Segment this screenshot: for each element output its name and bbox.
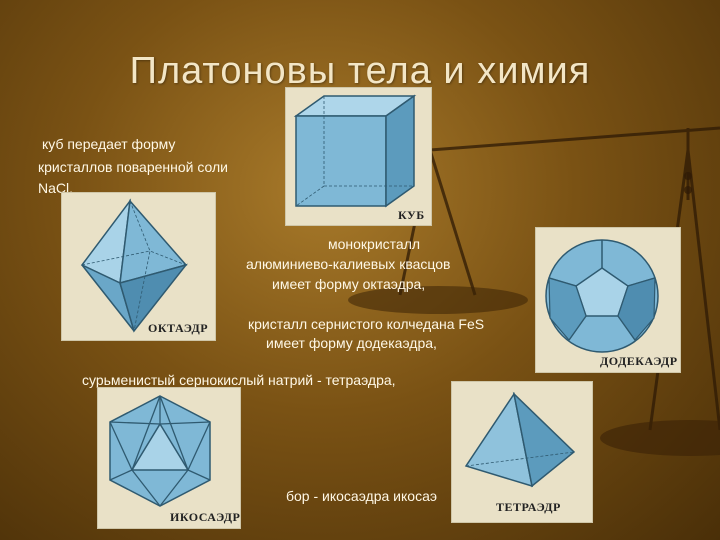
octa-text-line-3: имеет форму октаэдра,	[272, 276, 426, 292]
octa-text-line-2: алюминиево-калиевых квасцов	[246, 256, 451, 272]
dodecahedron-icon	[545, 239, 659, 353]
cube-text-line-3: NaCl,	[38, 180, 74, 196]
octahedron-icon	[80, 198, 188, 333]
slide-title: Платоновы тела и химия	[129, 50, 591, 92]
tetrahedron-icon	[464, 391, 576, 488]
icosahedron-icon	[109, 395, 211, 507]
icosahedron-label: ИКОСАЭДР	[170, 510, 241, 524]
icosa-text-line: бор - икосаэдра икосаэ	[286, 488, 437, 504]
cube-text-line-2: кристаллов поваренной соли	[38, 159, 228, 175]
cube-card: КУБ	[286, 88, 431, 225]
dodeca-text-line-2: имеет форму додекаэдра,	[266, 335, 437, 351]
tetrahedron-card: ТЕТРАЭДР	[452, 382, 592, 522]
tetra-text-line: сурьменистый сернокислый натрий - тетраэ…	[82, 372, 396, 388]
dodeca-text-line-1: кристалл сернистого колчедана FeS	[248, 316, 485, 332]
dodecahedron-label: ДОДЕКАЭДР	[600, 354, 678, 368]
cube-label: КУБ	[398, 208, 425, 222]
tetrahedron-label: ТЕТРАЭДР	[496, 500, 561, 514]
octahedron-label: ОКТАЭДР	[148, 321, 209, 335]
dodecahedron-card: ДОДЕКАЭДР	[536, 228, 680, 372]
cube-text-line-1: куб передает форму	[42, 136, 176, 152]
icosahedron-card: ИКОСАЭДР	[98, 388, 240, 528]
octahedron-card: ОКТАЭДР	[62, 193, 215, 340]
cube-icon	[293, 94, 417, 208]
octa-text-line-1: монокристалл	[328, 236, 421, 252]
